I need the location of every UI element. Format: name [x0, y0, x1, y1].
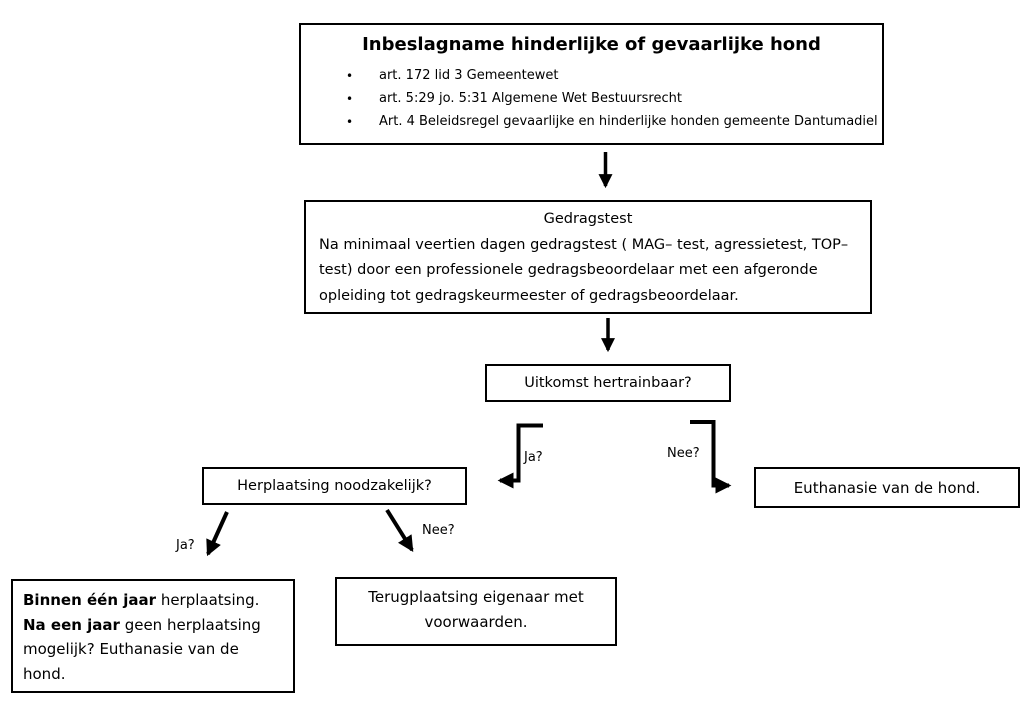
- arrow-ja-diagonal-to-binnen-box: [206, 511, 229, 557]
- gedragstest-line: test) door een professionele gedragsbeoo…: [319, 262, 818, 278]
- label-nee-diagonal: Nee?: [422, 523, 455, 538]
- euthanasie-label: Euthanasie van de hond.: [793, 478, 981, 497]
- arrow-nee-diagonal-to-terugplaatsing: [385, 508, 414, 553]
- binnen-line-3: mogelijk? Euthanasie van de hond.: [23, 640, 239, 683]
- binnen-line-1-bold: Binnen één jaar: [23, 591, 157, 609]
- decision-label: Uitkomst hertrainbaar?: [524, 375, 692, 391]
- gedragstest-box: Gedragstest Na minimaal veertien dagen g…: [304, 200, 872, 314]
- list-item: • art. 5:29 jo. 5:31 Algemene Wet Bestuu…: [301, 87, 882, 110]
- herplaatsing-label: Herplaatsing noodzakelijk?: [237, 478, 432, 494]
- binnen-line-2-bold: Na een jaar: [23, 615, 120, 634]
- gedragstest-line: Na minimaal veertien dagen gedragstest (…: [319, 236, 849, 253]
- legal-reference-text: art. 172 lid 3 Gemeentewet: [379, 68, 559, 83]
- bullet-icon: •: [346, 91, 354, 106]
- binnen-line-1: Binnen één jaar herplaatsing.: [23, 588, 285, 613]
- legal-reference-text: Art. 4 Beleidsregel gevaarlijke en hinde…: [379, 114, 878, 129]
- title-box: Inbeslagname hinderlijke of gevaarlijke …: [299, 23, 884, 145]
- gedragstest-heading: Gedragstest: [543, 211, 633, 227]
- binnen-line-2: Na een jaar geen herplaatsing: [23, 613, 285, 638]
- euthanasie-box: Euthanasie van de hond.: [754, 467, 1020, 508]
- gedragstest-line: opleiding tot gedragskeurmeester of gedr…: [319, 287, 739, 304]
- terugplaatsing-line-1: Terugplaatsing eigenaar met: [368, 588, 584, 606]
- bullet-icon: •: [346, 114, 354, 129]
- label-nee-elbow: Nee?: [667, 446, 700, 461]
- herplaatsing-noodzakelijk-box: Herplaatsing noodzakelijk?: [202, 467, 467, 505]
- bullet-icon: •: [346, 68, 354, 83]
- decision-uitkomst-hertrainbaar-box: Uitkomst hertrainbaar?: [485, 364, 731, 402]
- legal-reference-text: art. 5:29 jo. 5:31 Algemene Wet Bestuurs…: [379, 91, 682, 106]
- list-item: • art. 172 lid 3 Gemeentewet: [301, 64, 882, 87]
- binnen-line-1-rest: herplaatsing.: [156, 591, 260, 609]
- legal-references-list: • art. 172 lid 3 Gemeentewet • art. 5:29…: [301, 64, 882, 133]
- label-ja-diagonal: Ja?: [176, 538, 195, 553]
- binnen-een-jaar-box: Binnen één jaar herplaatsing. Na een jaa…: [11, 579, 295, 693]
- label-ja-elbow: Ja?: [524, 450, 543, 465]
- diagram-title: Inbeslagname hinderlijke of gevaarlijke …: [362, 34, 821, 55]
- terugplaatsing-box: Terugplaatsing eigenaar met voorwaarden.: [335, 577, 617, 646]
- list-item: • Art. 4 Beleidsregel gevaarlijke en hin…: [301, 110, 882, 133]
- binnen-line-2-rest: geen herplaatsing: [119, 615, 261, 634]
- terugplaatsing-line-2: voorwaarden.: [424, 613, 528, 631]
